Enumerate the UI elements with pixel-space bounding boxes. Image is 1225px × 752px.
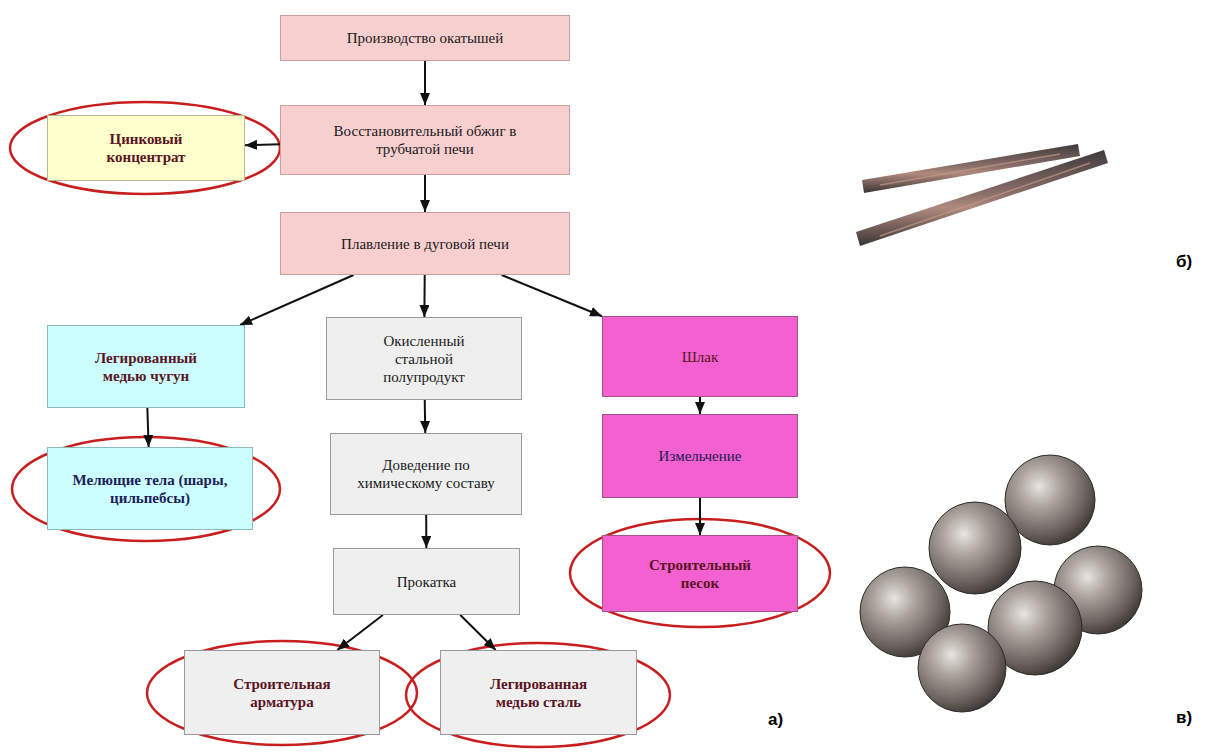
product-box: Легированный медью чугун [47, 325, 245, 408]
node-label: Строительный песок [635, 556, 765, 592]
flow-arrow [699, 498, 701, 535]
node-label: Производство окатышей [347, 29, 504, 47]
flow-arrow [423, 275, 425, 317]
highlight-ellipse [12, 437, 280, 541]
highlight-ellipse [10, 102, 280, 194]
panel-label: б) [1176, 252, 1192, 272]
flow-arrow [245, 144, 280, 145]
node-label: Мелющие тела (шары, цильпебсы) [55, 471, 245, 507]
node-label: Прокатка [397, 573, 456, 591]
process-box: Прокатка [333, 548, 520, 615]
rod-bar [856, 150, 1108, 246]
node-label: Легированная медью сталь [469, 675, 609, 711]
product-box: Легированная медью сталь [440, 650, 637, 735]
product-box: Строительный песок [602, 535, 798, 612]
flow-arrow [337, 615, 383, 650]
product-box: Шлак [602, 316, 798, 397]
process-box: Плавление в дуговой печи [280, 212, 570, 275]
rod-highlight [880, 154, 1060, 185]
highlight-ellipse [147, 641, 417, 745]
node-label: Окисленный стальной полупродукт [364, 332, 484, 386]
node-label: Цинковый концентрат [76, 130, 216, 166]
flow-arrow [424, 175, 426, 212]
grinding-ball [929, 502, 1021, 594]
flow-arrow [460, 615, 495, 650]
process-box: Производство окатышей [280, 15, 570, 61]
flow-arrow [425, 515, 427, 548]
rod-bar [862, 144, 1080, 193]
panel-label: в) [1176, 708, 1192, 728]
node-label: Строительная арматура [217, 675, 347, 711]
node-label: Восстановительный обжиг в трубчатой печи [320, 122, 530, 158]
grinding-ball [918, 624, 1006, 712]
product-box: Строительная арматура [184, 650, 380, 735]
flow-arrow [424, 400, 427, 433]
node-label: Легированный медью чугун [76, 349, 216, 385]
panel-label: а) [768, 710, 783, 730]
node-label: Шлак [682, 348, 719, 366]
highlight-ellipse [570, 519, 830, 627]
process-box: Измельчение [602, 414, 798, 498]
product-box: Мелющие тела (шары, цильпебсы) [47, 447, 253, 530]
flow-arrow [502, 275, 602, 316]
process-box: Доведение по химическому составу [330, 433, 522, 515]
product-box: Цинковый концентрат [47, 115, 245, 181]
flow-arrow [424, 61, 426, 105]
rod-highlight [880, 163, 1090, 236]
flow-arrow [699, 397, 701, 414]
node-label: Плавление в дуговой печи [341, 235, 509, 253]
rods-photo [856, 144, 1108, 246]
flow-arrow [147, 408, 148, 447]
node-label: Измельчение [659, 447, 742, 465]
highlight-ellipse [406, 643, 670, 747]
balls-photo [860, 455, 1142, 712]
process-box: Восстановительный обжиг в трубчатой печи [280, 105, 570, 175]
grinding-ball [1005, 455, 1095, 545]
node-label: Доведение по химическому составу [356, 456, 496, 492]
process-box: Окисленный стальной полупродукт [326, 317, 522, 400]
highlight-ellipses [10, 102, 830, 747]
